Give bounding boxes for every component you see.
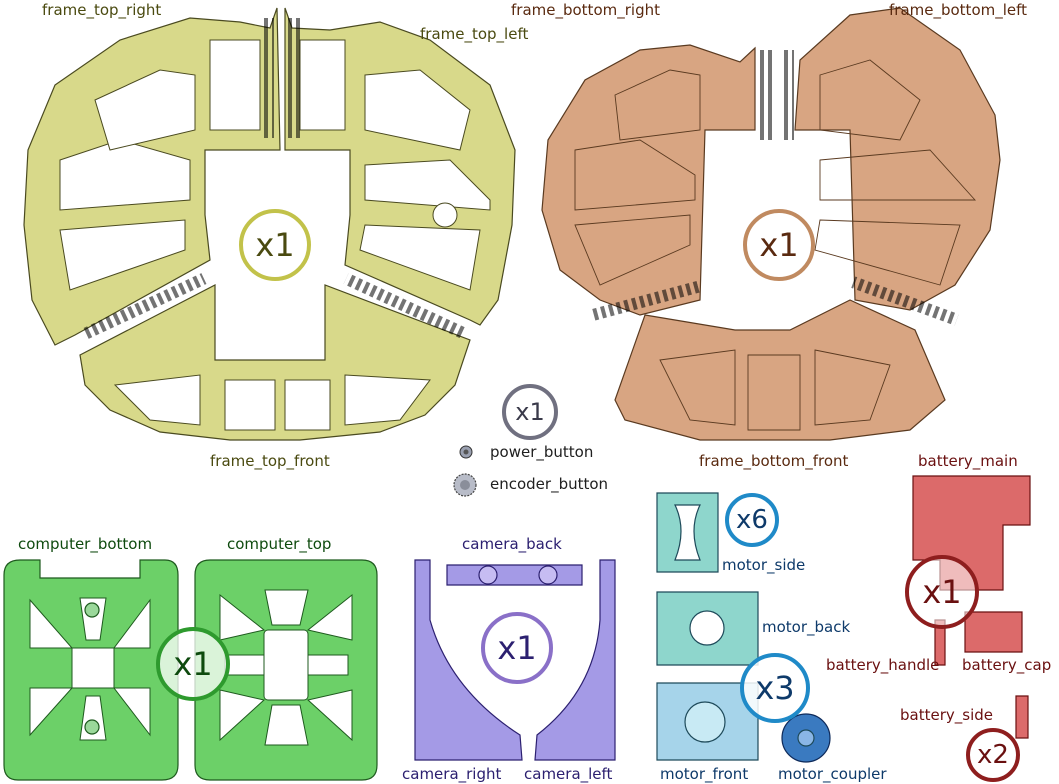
battery-side-label: battery_side [900,706,993,724]
battery-cap-label: battery_cap [962,656,1052,674]
battery-side-part [1015,695,1029,739]
motor-side-quantity-badge: x6 [725,493,779,547]
frame-bottom-front-label: frame_bottom_front [699,452,849,470]
frame-top-front-label: frame_top_front [210,452,330,470]
camera-right-label: camera_right [402,765,502,783]
camera-right-part [414,559,523,761]
camera-quantity-badge: x1 [481,612,553,684]
frame-bottom-teeth [590,50,959,326]
motor-coupler-label: motor_coupler [778,765,887,783]
frame-bottom-left-label: frame_bottom_left [889,1,1028,19]
frame-bottom-front-part [614,299,946,441]
frame-top-teeth [83,18,467,339]
frame-bottom-left-part [794,7,1001,311]
frame-top-right-label: frame_top_right [42,1,162,19]
frame-top-quantity-badge: x1 [239,209,311,281]
camera-group [414,559,616,761]
frame-top-group [23,7,516,441]
frame-top-cutouts [59,39,491,431]
camera-back-label: camera_back [462,535,562,553]
motor-group [656,492,831,763]
buttons-group [453,445,477,497]
battery-main-label: battery_main [918,452,1018,470]
frame-bottom-group [541,7,1001,441]
motor-parts-quantity-badge: x3 [740,653,810,723]
computer-bottom-label: computer_bottom [18,535,153,553]
frame-bottom-quantity-badge: x1 [743,209,815,281]
frame-top-left-label: frame_top_left [420,25,529,43]
motor-side-label: motor_side [722,556,806,574]
buttons-quantity-badge: x1 [502,384,558,440]
battery-cap-part [964,611,1023,653]
battery-quantity-badge: x1 [905,555,979,629]
computer-group [3,559,378,781]
battery-side-quantity-badge: x2 [966,728,1020,782]
frame-bottom-right-label: frame_bottom_right [511,1,660,19]
motor-back-label: motor_back [762,618,851,636]
encoder-button-label: encoder_button [490,475,609,493]
battery-handle-label: battery_handle [826,656,940,674]
computer-top-label: computer_top [227,535,332,553]
frame-bottom-grooves [574,59,977,431]
power-button-label: power_button [490,443,594,461]
computer-quantity-badge: x1 [156,627,230,701]
camera-left-label: camera_left [524,765,613,783]
camera-back-part [446,564,583,586]
frame-bottom-right-part [541,44,756,316]
camera-left-part [534,559,616,761]
motor-front-label: motor_front [660,765,749,783]
